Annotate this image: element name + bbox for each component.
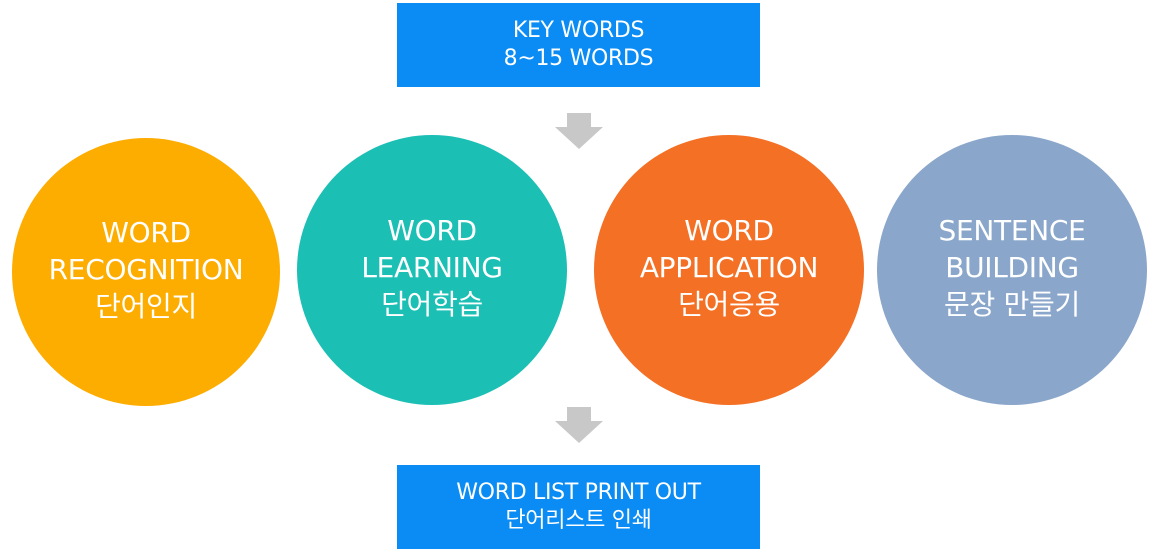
step-word-application: WORD APPLICATION 단어응용 bbox=[594, 135, 864, 405]
step-word-learning-korean: 단어학습 bbox=[381, 287, 483, 321]
step-sentence-building-line2: BUILDING bbox=[945, 250, 1079, 284]
word-list-print-box: WORD LIST PRINT OUT 단어리스트 인쇄 bbox=[397, 465, 760, 549]
step-word-application-line1: WORD bbox=[684, 213, 774, 247]
step-word-recognition: WORD RECOGNITION 단어인지 bbox=[12, 138, 280, 406]
step-word-learning-line1: WORD bbox=[387, 213, 477, 247]
step-word-learning: WORD LEARNING 단어학습 bbox=[297, 135, 567, 405]
step-word-application-korean: 단어응용 bbox=[678, 287, 780, 321]
key-words-box: KEY WORDS 8~15 WORDS bbox=[397, 3, 760, 87]
step-word-application-line2: APPLICATION bbox=[639, 250, 819, 284]
step-sentence-building-line1: SENTENCE bbox=[938, 213, 1086, 247]
key-words-count: 8~15 WORDS bbox=[503, 46, 654, 71]
step-word-recognition-line1: WORD bbox=[101, 215, 191, 249]
step-word-recognition-korean: 단어인지 bbox=[95, 289, 197, 323]
down-arrow-icon bbox=[555, 407, 603, 443]
down-arrow-icon bbox=[555, 113, 603, 149]
word-list-print-korean: 단어리스트 인쇄 bbox=[505, 508, 652, 533]
step-word-learning-line2: LEARNING bbox=[361, 250, 503, 284]
step-sentence-building-korean: 문장 만들기 bbox=[944, 287, 1080, 321]
step-word-recognition-line2: RECOGNITION bbox=[48, 252, 244, 286]
key-words-title: KEY WORDS bbox=[512, 18, 645, 43]
word-list-print-title: WORD LIST PRINT OUT bbox=[456, 480, 701, 505]
step-sentence-building: SENTENCE BUILDING 문장 만들기 bbox=[877, 135, 1147, 405]
